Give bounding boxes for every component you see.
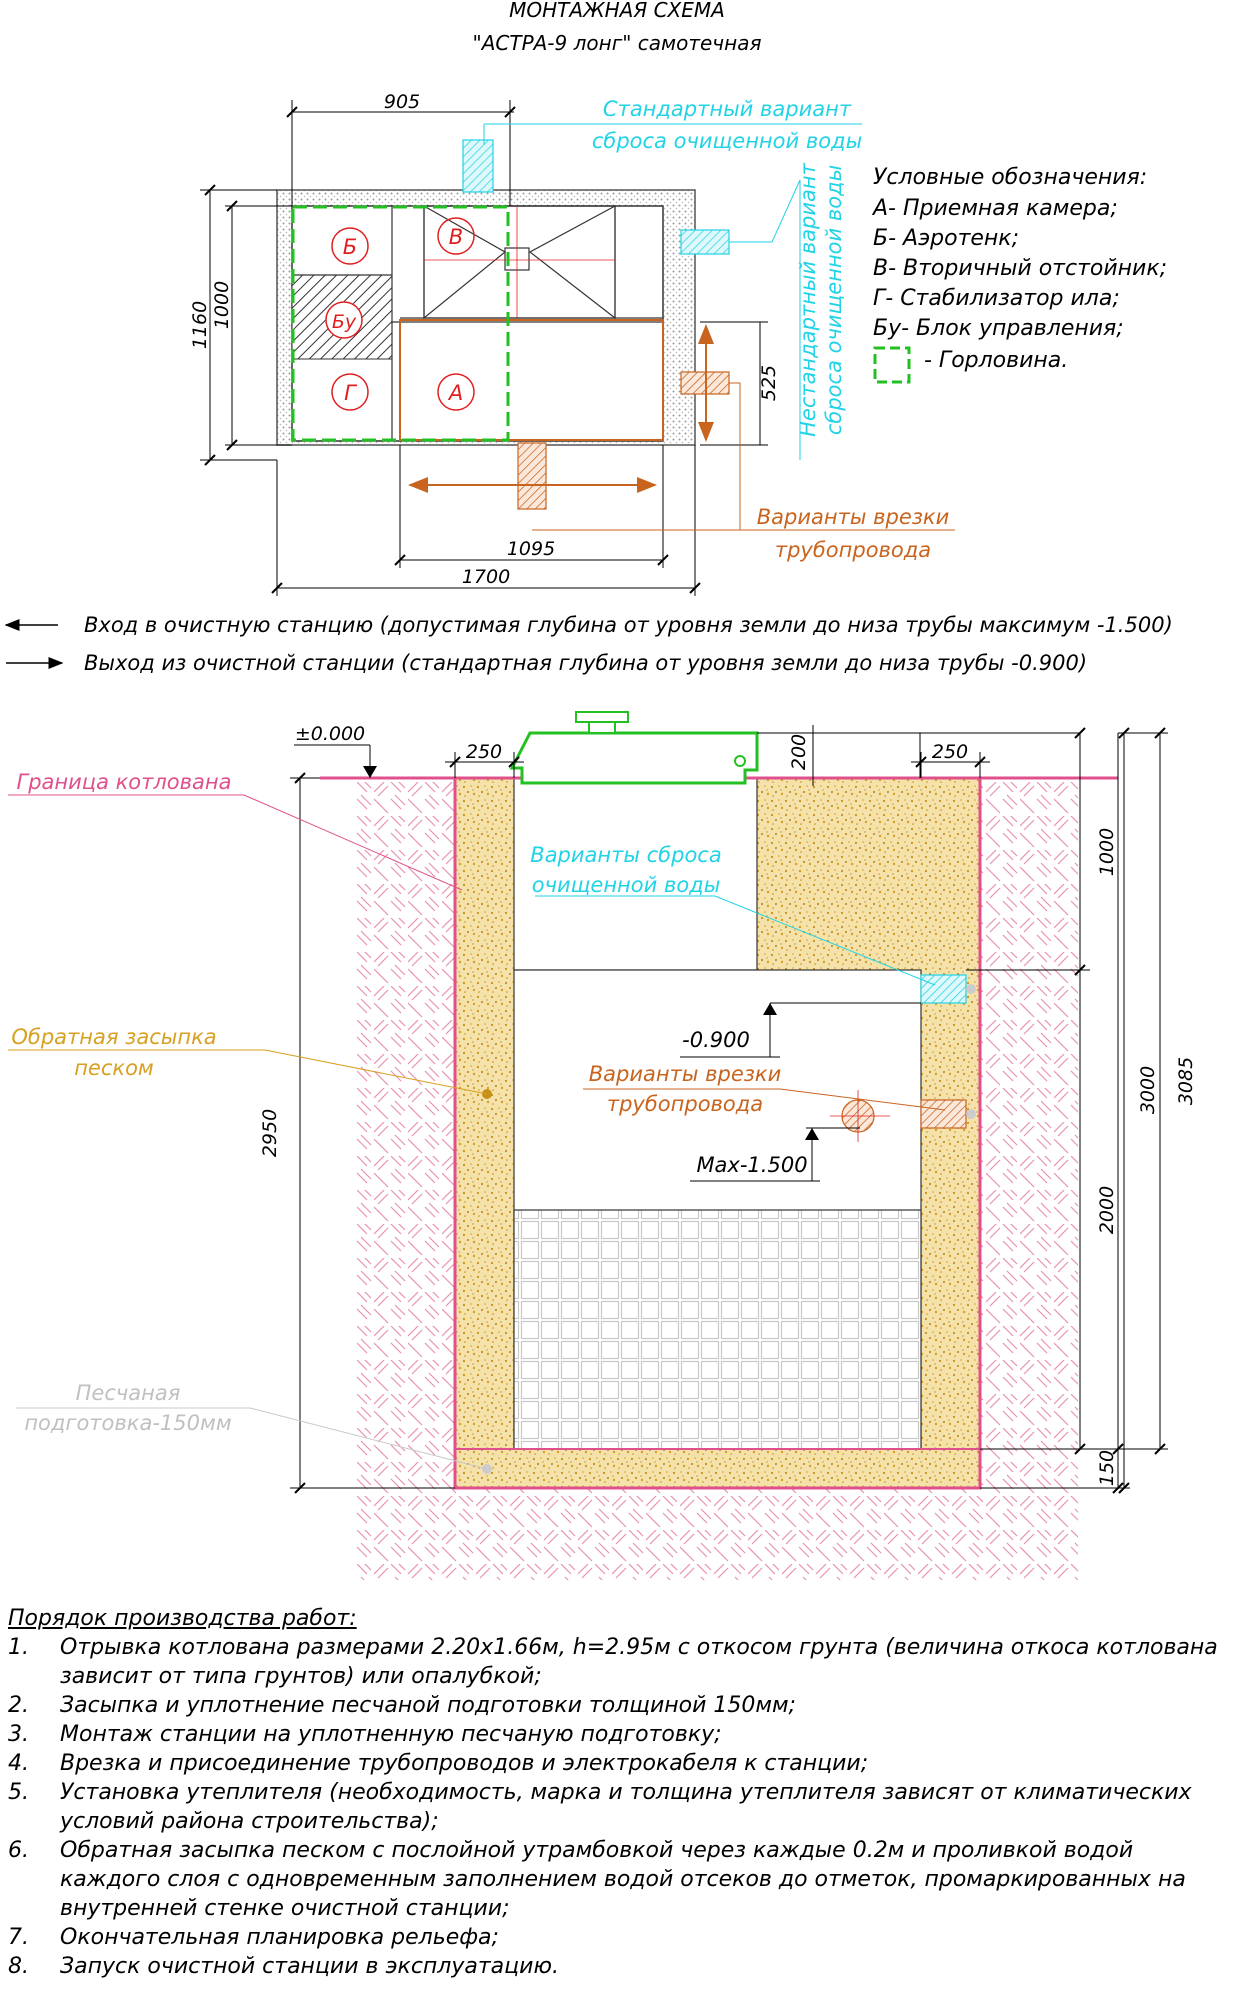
- level-zero: ±0.000: [295, 723, 365, 745]
- procedure-step: 5.Установка утеплителя (необходимость, м…: [8, 1780, 1192, 1834]
- callout-tapping-1: Варианты врезки: [757, 505, 949, 529]
- inlet-note: Вход в очистную станцию (допустимая глуб…: [84, 613, 1173, 637]
- section-inlet-pipe: [920, 1099, 967, 1129]
- label-v: В: [449, 225, 463, 249]
- plan-right-outlet: [680, 229, 730, 255]
- callout-standard-2: сброса очищенной воды: [592, 129, 862, 153]
- callout-discharge-2: очищенной воды: [532, 873, 721, 897]
- callout-standard-1: Стандартный вариант: [603, 97, 852, 121]
- callout-tapping-section-2: трубопровода: [607, 1092, 763, 1116]
- dim-200: 200: [788, 734, 810, 770]
- procedure-list: 1.Отрывка котлована размерами 2.20х1.66м…: [8, 1633, 1248, 1981]
- procedure-step: 3.Монтаж станции на уплотненную песчаную…: [8, 1722, 722, 1747]
- dim-150: 150: [1096, 1450, 1118, 1486]
- legend-item-v: В- Вторичный отстойник;: [873, 256, 1167, 281]
- callout-tapping-section-1: Варианты врезки: [589, 1062, 781, 1086]
- pit-boundary-line: [453, 778, 982, 1490]
- dim-3000: 3000: [1137, 1066, 1159, 1114]
- title-line-1: МОНТАЖНАЯ СХЕМА: [509, 0, 725, 22]
- compartment-a-outline: [399, 319, 664, 441]
- settler-cone-2: [528, 204, 616, 320]
- callout-discharge-1: Варианты сброса: [530, 843, 721, 867]
- dim-3085: 3085: [1175, 1057, 1197, 1105]
- procedure-title: Порядок производства работ:: [8, 1606, 357, 1631]
- plan-view: Б В Бу Г А: [189, 91, 1167, 596]
- title-line-2: "АСТРА-9 лонг" самотечная: [473, 31, 762, 55]
- callout-tapping-2: трубопровода: [775, 538, 931, 562]
- plan-top-outlet: [462, 139, 494, 193]
- dim-1160: 1160: [189, 301, 211, 349]
- legend-item-neck: - Горловина.: [924, 348, 1068, 373]
- procedure-step: 2.Засыпка и уплотнение песчаной подготов…: [8, 1693, 796, 1718]
- callout-nonstandard-1: Нестандартный вариант: [796, 162, 820, 436]
- callout-sandbed-2: подготовка-150мм: [24, 1411, 231, 1435]
- procedure-block: Порядок производства работ: 1.Отрывка ко…: [8, 1604, 1248, 1981]
- station-neck: [513, 777, 758, 971]
- callout-sandbed-1: Песчаная: [76, 1381, 181, 1405]
- callout-backfill-2: песком: [74, 1056, 154, 1080]
- legend-item-g: Г- Стабилизатор ила;: [873, 286, 1120, 311]
- legend-item-a: А- Приемная камера;: [871, 196, 1118, 221]
- dim-2950: 2950: [259, 1109, 281, 1157]
- legend-title: Условные обозначения:: [873, 165, 1147, 190]
- dim-2000: 2000: [1096, 1186, 1118, 1234]
- sand-bed: [455, 1449, 980, 1488]
- label-b: Б: [343, 235, 357, 259]
- dim-1700: 1700: [462, 566, 510, 588]
- callout-nonstandard-2: сброса очищенной воды: [822, 165, 846, 435]
- mark-1500: Max-1.500: [696, 1153, 807, 1177]
- dim-250-left: 250: [466, 741, 502, 763]
- legend-item-b: Б- Аэротенк;: [873, 226, 1019, 251]
- label-bu: Бу: [332, 311, 357, 333]
- sand-top-right: [757, 778, 921, 970]
- section-view: ±0.000: [8, 711, 1197, 1580]
- label-a: А: [447, 381, 463, 405]
- plan-bottom-inlet: [517, 442, 547, 510]
- settler-cone: [423, 204, 507, 320]
- procedure-step: 7.Окончательная планировка рельефа;: [8, 1925, 499, 1950]
- lid-handle-base: [588, 721, 616, 734]
- legend-item-bu: Бу- Блок управления;: [873, 316, 1124, 341]
- plan-neck-outline: [291, 205, 510, 442]
- legend-neck-symbol: [873, 346, 911, 384]
- station-lid: [509, 731, 759, 785]
- outlet-note: Выход из очистной станции (стандартная г…: [84, 651, 1087, 675]
- section-outlet-pipe: [920, 974, 967, 1004]
- dim-250-right: 250: [932, 741, 968, 763]
- flow-notes: Вход в очистную станцию (допустимая глуб…: [4, 613, 1173, 675]
- station-filler-grid: [513, 1209, 922, 1450]
- lid-handle: [575, 711, 629, 723]
- label-g: Г: [344, 381, 358, 405]
- dim-1000: 1000: [1096, 828, 1118, 876]
- procedure-step: 6.Обратная засыпка песком с послойной ут…: [8, 1838, 1186, 1921]
- callout-pit-boundary: Граница котлована: [17, 770, 232, 794]
- procedure-step: 4.Врезка и присоединение трубопроводов и…: [8, 1751, 869, 1776]
- dim-1000: 1000: [211, 281, 233, 329]
- sand-left: [455, 778, 514, 1449]
- procedure-step: 1.Отрывка котлована размерами 2.20х1.66м…: [8, 1635, 1218, 1689]
- dim-1095: 1095: [507, 538, 555, 560]
- dim-525: 525: [758, 365, 780, 401]
- procedure-step: 8.Запуск очистной станции в эксплуатацию…: [8, 1954, 559, 1979]
- callout-backfill-1: Обратная засыпка: [11, 1025, 216, 1049]
- mark-0900: -0.900: [682, 1028, 750, 1052]
- dim-905: 905: [384, 91, 420, 113]
